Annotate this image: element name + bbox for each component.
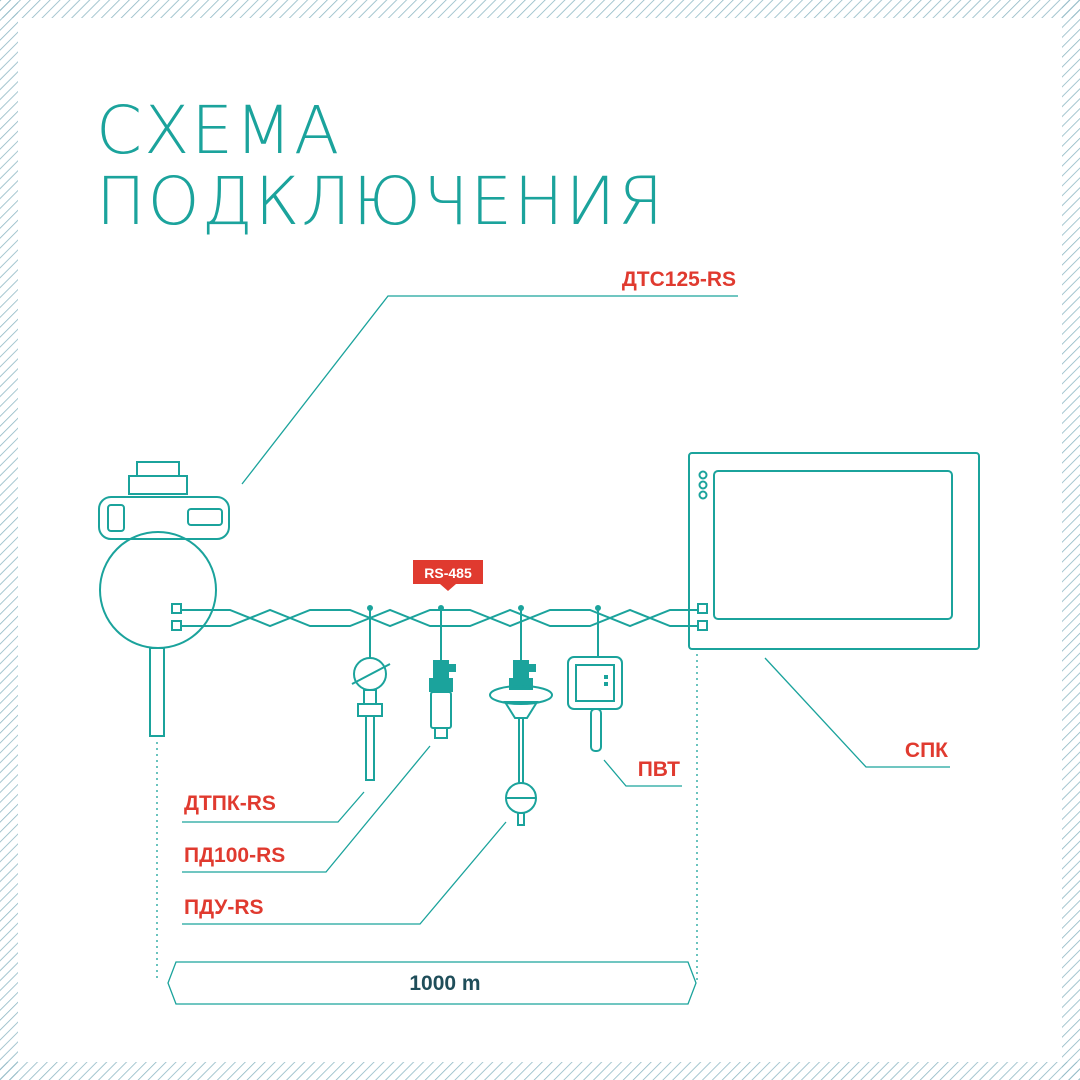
spk-label: СПК [905,739,948,762]
spk-panel [688,452,980,650]
dtc125-leader [241,295,738,485]
distance-label: 1000 m [409,972,480,995]
title-line-2: ПОДКЛЮЧЕНИЯ [96,163,665,240]
pd100-label: ПД100-RS [184,844,285,867]
pd100-device [429,605,456,739]
spk-leader [764,657,950,768]
distance-dimension: 1000 m [156,648,698,1005]
rs485-label: RS-485 [424,565,472,581]
pvt-leader [603,759,682,787]
pvt-device [567,605,623,752]
pvt-label: ПВТ [638,758,680,781]
dtpk-label: ДТПК-RS [184,792,276,815]
pd100-leader [182,745,431,873]
dtpk-device [351,605,391,781]
rs485-bus [171,603,708,631]
dtc125-device [98,461,230,737]
pdu-label: ПДУ-RS [184,896,264,919]
pdu-device [489,605,553,826]
pdu-leader [182,821,507,925]
dtpk-leader [182,791,365,823]
rs485-badge: RS-485 [413,560,483,591]
title-line-1: СХЕМА [96,92,341,169]
dtc125-label: ДТС125-RS [622,268,736,291]
